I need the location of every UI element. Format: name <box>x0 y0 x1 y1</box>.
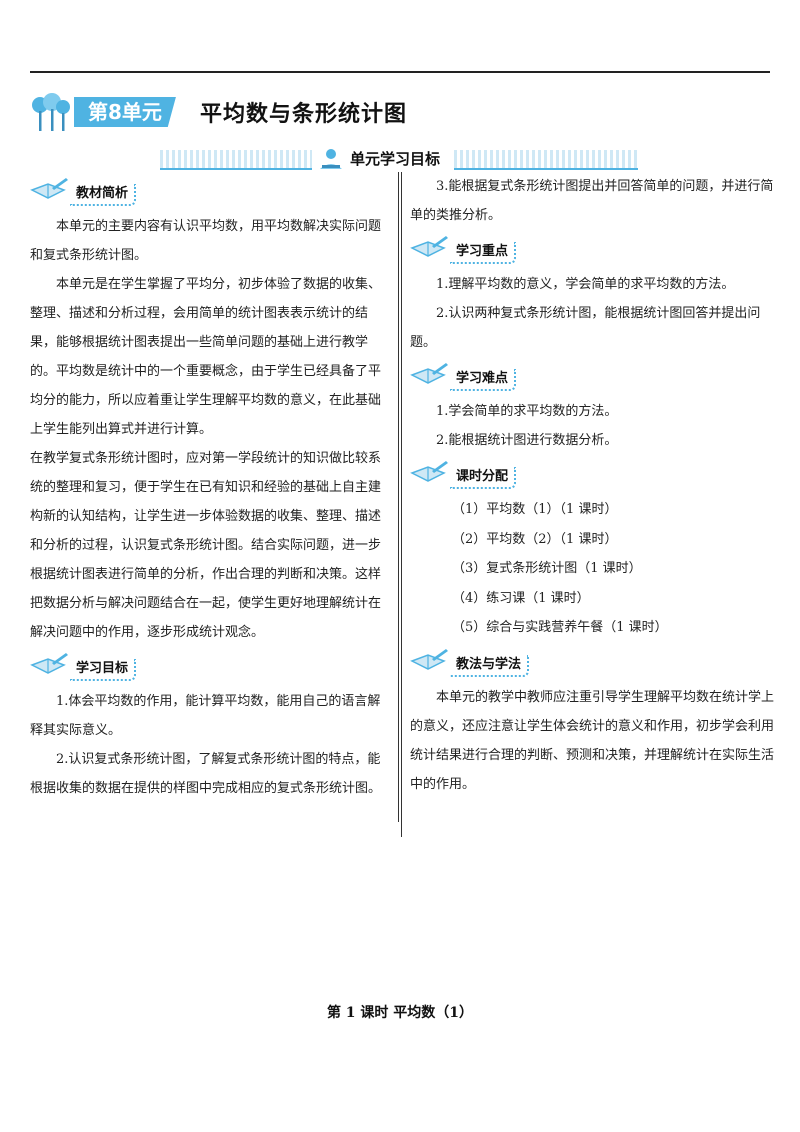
schedule-item-4: （4）练习课（1 课时） <box>452 590 590 606</box>
unit-badge: 第8单元 <box>74 97 176 127</box>
key-item-1: 1.理解平均数的意义，学会简单的求平均数的方法。 <box>436 277 735 292</box>
unit-subtitle: 单元学习目标 <box>312 147 455 171</box>
section-key-heading: 学习重点 <box>410 234 782 266</box>
tree-icon <box>32 93 70 131</box>
book-pencil-icon <box>410 461 448 482</box>
section-schedule-heading: 课时分配 <box>410 459 782 491</box>
schedule-item-2: （2）平均数（2）（1 课时） <box>452 531 618 547</box>
section-goals-label: 学习目标 <box>70 659 137 681</box>
top-rule <box>30 71 770 73</box>
reader-icon <box>320 149 342 169</box>
section-intro-heading: 教材简析 <box>30 176 392 208</box>
goal-item-3: 3.能根据复式条形统计图提出并回答简单的问题，并进行简单的类推分析。 <box>410 179 774 223</box>
section-goals-heading: 学习目标 <box>30 651 392 683</box>
difficult-item-2: 2.能根据统计图进行数据分析。 <box>436 433 618 448</box>
intro-paragraph-3: 在教学复式条形统计图时，应对第一学段统计的知识做比较系统的整理和复习，便于学生在… <box>30 451 382 640</box>
book-pencil-icon <box>30 653 68 674</box>
book-pencil-icon <box>410 363 448 384</box>
section-difficult-label: 学习难点 <box>450 369 517 391</box>
book-pencil-icon <box>410 236 448 257</box>
section-difficult-heading: 学习难点 <box>410 361 782 393</box>
left-column: 教材简析 本单元的主要内容有认识平均数，用平均数解决实际问题和复式条形统计图。 … <box>30 172 399 822</box>
right-column: 3.能根据复式条形统计图提出并回答简单的问题，并进行简单的类推分析。 学习重点 … <box>401 172 782 837</box>
intro-paragraph-2: 本单元是在学生掌握了平均分，初步体验了数据的收集、整理、描述和分析过程，会用简单… <box>30 277 382 437</box>
difficult-item-1: 1.学会简单的求平均数的方法。 <box>436 404 618 419</box>
section-method-label: 教法与学法 <box>450 654 530 677</box>
intro-paragraph-1: 本单元的主要内容有认识平均数，用平均数解决实际问题和复式条形统计图。 <box>30 219 382 263</box>
unit-title: 平均数与条形统计图 <box>200 102 408 127</box>
section-intro-label: 教材简析 <box>70 184 137 206</box>
goal-item-1: 1.体会平均数的作用，能计算平均数，能用自己的语言解释其实际意义。 <box>30 694 381 738</box>
schedule-item-1: （1）平均数（1）（1 课时） <box>452 502 618 517</box>
section-schedule-label: 课时分配 <box>450 467 517 489</box>
goal-item-2: 2.认识复式条形统计图，了解复式条形统计图的特点，能根据收集的数据在提供的样图中… <box>30 752 382 796</box>
section-key-label: 学习重点 <box>450 242 517 264</box>
schedule-item-5: （5）综合与实践营养午餐（1 课时） <box>452 620 668 635</box>
unit-subtitle-text: 单元学习目标 <box>350 150 441 168</box>
book-pencil-icon <box>30 178 68 199</box>
section-method-heading: 教法与学法 <box>410 647 782 679</box>
method-paragraph: 本单元的教学中教师应注重引导学生理解平均数在统计学上的意义，还应注意让学生体会统… <box>410 689 775 792</box>
book-pencil-icon <box>410 648 448 670</box>
lesson-title: 第 1 课时 平均数（1） <box>326 1005 474 1021</box>
unit-header: 第8单元 平均数与条形统计图 <box>30 93 770 133</box>
key-item-2: 2.认识两种复式条形统计图，能根据统计图回答并提出问题。 <box>410 306 761 350</box>
schedule-item-3: （3）复式条形统计图（1 课时） <box>452 561 642 576</box>
